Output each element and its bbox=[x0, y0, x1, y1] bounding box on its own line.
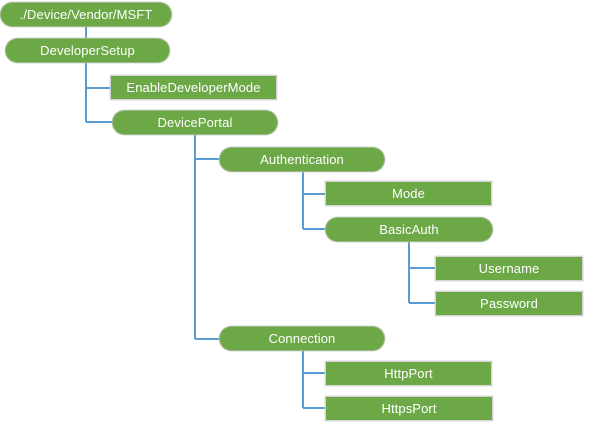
tree-node-developersetup[interactable]: DeveloperSetup bbox=[5, 38, 170, 63]
tree-node-label: HttpPort bbox=[384, 366, 433, 381]
tree-node-connection[interactable]: Connection bbox=[219, 326, 385, 351]
tree-node-label: Username bbox=[478, 261, 540, 276]
tree-node-root[interactable]: ./Device/Vendor/MSFT bbox=[0, 2, 172, 27]
tree-node-label: Password bbox=[480, 296, 538, 311]
tree-node-label: DeveloperSetup bbox=[40, 43, 135, 58]
tree-node-authentication[interactable]: Authentication bbox=[219, 147, 385, 172]
tree-node-label: BasicAuth bbox=[379, 222, 439, 237]
tree-node-httpsport[interactable]: HttpsPort bbox=[325, 396, 493, 421]
tree-node-mode[interactable]: Mode bbox=[325, 181, 492, 206]
tree-node-label: HttpsPort bbox=[381, 401, 437, 416]
tree-node-username[interactable]: Username bbox=[435, 256, 583, 281]
tree-node-httpport[interactable]: HttpPort bbox=[325, 361, 492, 386]
tree-node-label: Connection bbox=[268, 331, 336, 346]
tree-node-label: Authentication bbox=[260, 152, 344, 167]
tree-node-label: EnableDeveloperMode bbox=[126, 80, 261, 95]
tree-node-label: ./Device/Vendor/MSFT bbox=[19, 7, 153, 22]
tree-node-basicauth[interactable]: BasicAuth bbox=[325, 217, 493, 242]
tree-node-label: Mode bbox=[392, 186, 425, 201]
tree-node-deviceportal[interactable]: DevicePortal bbox=[112, 110, 278, 135]
tree-node-label: DevicePortal bbox=[157, 115, 233, 130]
tree-node-enabledevelopermode[interactable]: EnableDeveloperMode bbox=[110, 75, 277, 100]
tree-node-password[interactable]: Password bbox=[435, 291, 583, 316]
